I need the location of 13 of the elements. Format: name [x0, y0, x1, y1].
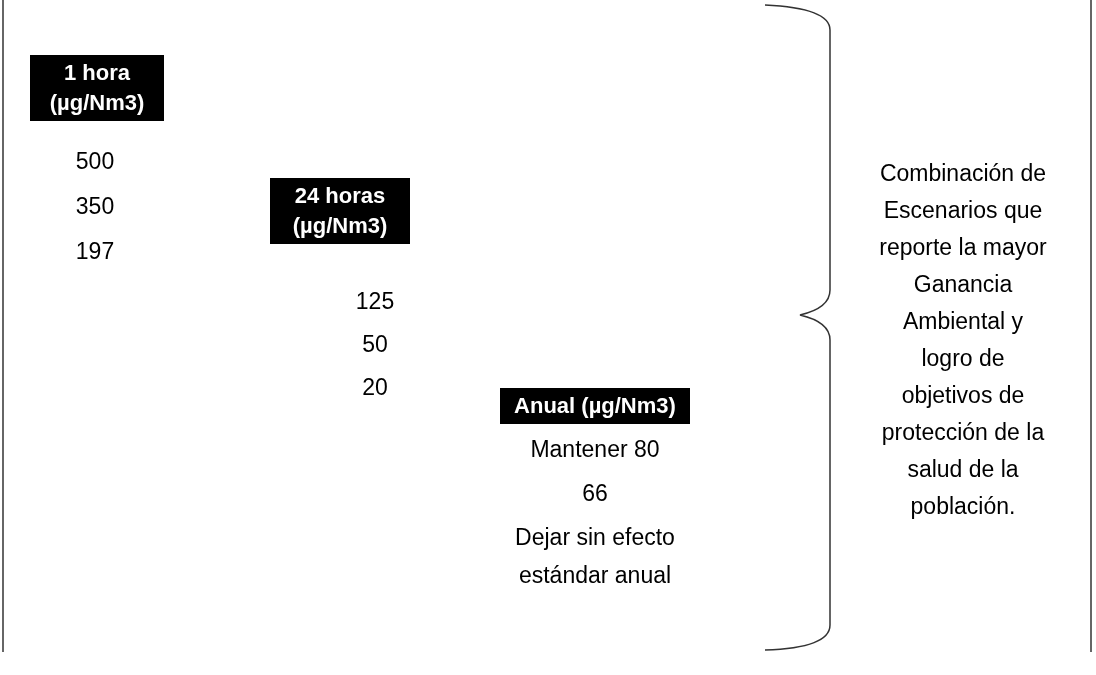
conclusion-text: Combinación de Escenarios que reporte la mayor Ganancia Ambiental y logro de objetivos de protección de la salud de la población.	[878, 159, 1048, 521]
value-text: 66	[581, 479, 609, 508]
header-box: 1 hora (µg/Nm3)	[30, 55, 164, 121]
value-text: 20	[361, 373, 389, 402]
value-text: 50	[361, 330, 389, 359]
value-text: 197	[74, 237, 116, 266]
value-text: 125	[354, 287, 396, 316]
value-text: Dejar sin efecto estándar anual	[514, 523, 676, 590]
value-text: 500	[74, 147, 116, 176]
value-text: Mantener 80	[529, 435, 661, 464]
header-box: 24 horas (µg/Nm3)	[270, 178, 410, 244]
header-box: Anual (µg/Nm3)	[500, 388, 690, 424]
value-text: 350	[74, 192, 116, 221]
